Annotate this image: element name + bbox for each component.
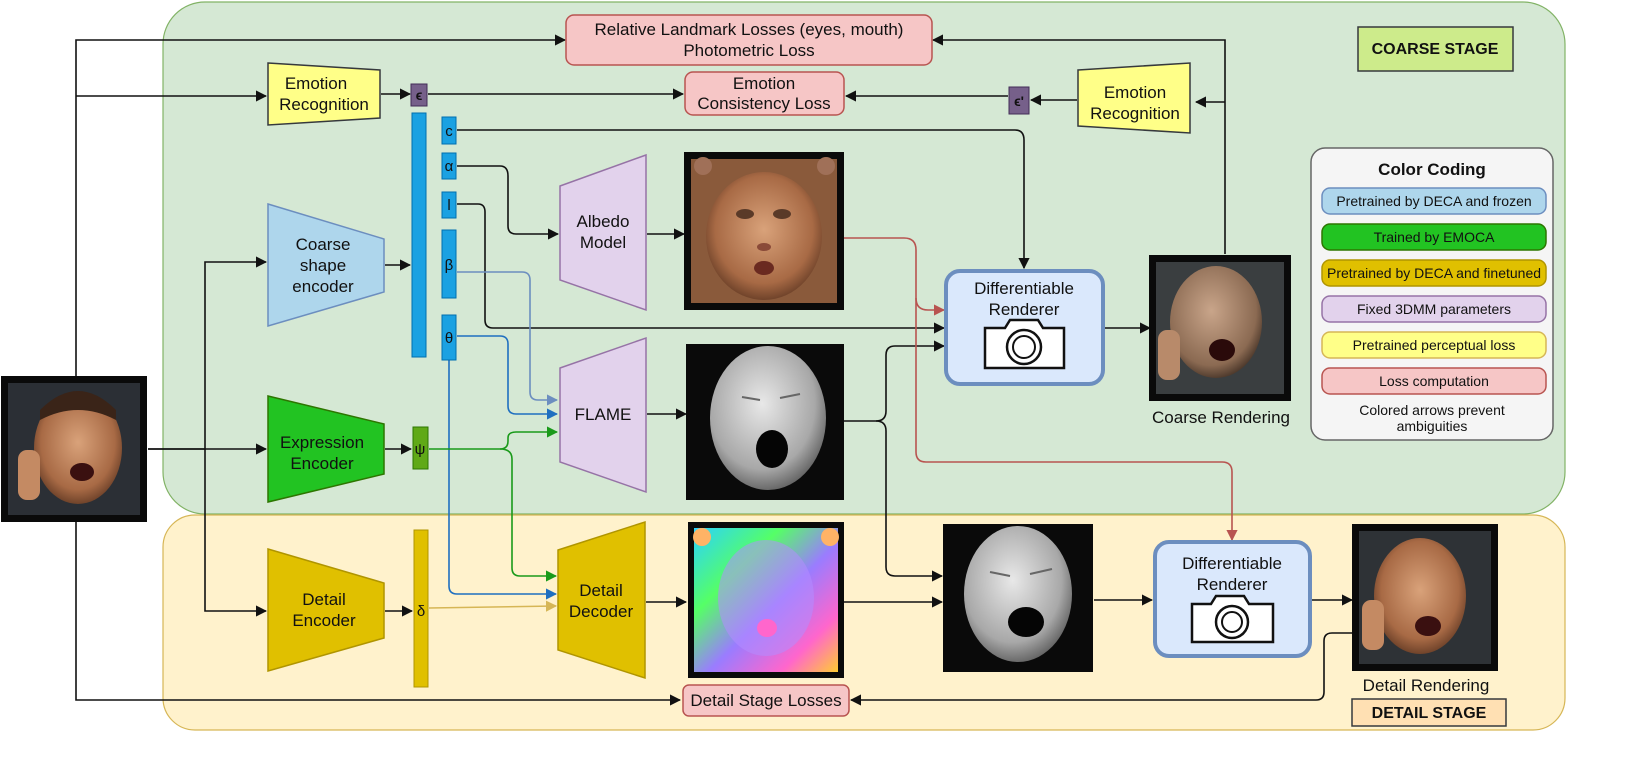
svg-text:Model: Model <box>580 233 626 252</box>
legend-item-label: Pretrained by DECA and finetuned <box>1327 265 1541 281</box>
landmark-photometric-loss-box: Relative Landmark Losses (eyes, mouth) P… <box>565 14 933 66</box>
legend-item-label: Pretrained by DECA and frozen <box>1336 193 1531 209</box>
param-c: c <box>441 116 457 145</box>
expression-encoder: Expression Encoder <box>267 395 385 503</box>
svg-text:Decoder: Decoder <box>569 602 634 621</box>
epsilon-latent: ϵ <box>410 83 428 107</box>
emotion-recognition-right: Emotion Recognition <box>1077 62 1191 134</box>
legend-swatch <box>1321 367 1547 395</box>
coarse-shape-encoder: Coarse shape encoder <box>267 202 385 328</box>
legend-swatch <box>1321 331 1547 359</box>
shape-code-bar <box>411 112 427 358</box>
svg-text:Recognition: Recognition <box>279 95 369 114</box>
detail-loss-label: Detail Stage Losses <box>690 691 841 710</box>
svg-text:Detail: Detail <box>302 590 345 609</box>
svg-text:θ: θ <box>445 330 453 347</box>
svg-text:l: l <box>447 197 450 214</box>
legend-item-label: Trained by EMOCA <box>1374 229 1496 245</box>
legend-note-2: ambiguities <box>1397 418 1468 434</box>
param-psi: ψ <box>412 426 429 470</box>
svg-text:ψ: ψ <box>415 441 426 458</box>
param-beta: β <box>441 229 457 299</box>
svg-text:α: α <box>445 158 454 175</box>
legend-item-label: Fixed 3DMM parameters <box>1357 301 1511 317</box>
svg-text:Expression: Expression <box>280 433 364 452</box>
svg-text:Encoder: Encoder <box>292 611 356 630</box>
svg-text:DETAIL STAGE: DETAIL STAGE <box>1372 705 1487 722</box>
svg-text:Differentiable: Differentiable <box>974 279 1074 298</box>
svg-text:ϵ': ϵ' <box>1014 93 1024 109</box>
detail-stage-losses-box: Detail Stage Losses <box>682 684 850 717</box>
emotion-loss-label-1: Emotion <box>733 74 795 93</box>
epsilon-prime-latent: ϵ' <box>1008 86 1030 115</box>
legend-swatch <box>1321 187 1547 215</box>
color-coding-legend: Color Coding Pretrained by DECA and froz… <box>1310 147 1554 441</box>
svg-text:Detail: Detail <box>579 581 622 600</box>
coarse-rendering-label: Coarse Rendering <box>1152 408 1290 427</box>
emotion-consistency-loss-box: Emotion Consistency Loss <box>684 71 845 116</box>
emotion-loss-label-2: Consistency Loss <box>697 94 830 113</box>
svg-text:COARSE STAGE: COARSE STAGE <box>1372 41 1499 58</box>
legend-swatch <box>1321 259 1547 287</box>
coarse-stage-label: COARSE STAGE <box>1357 26 1514 72</box>
differentiable-renderer-detail: Differentiable Renderer <box>1153 540 1312 658</box>
emotion-recognition-left: Emotion Recognition <box>267 62 381 126</box>
svg-text:Renderer: Renderer <box>989 300 1060 319</box>
coarse-rendering-image <box>1149 255 1291 401</box>
param-delta: δ <box>413 529 429 688</box>
albedo-texture-image <box>684 152 844 310</box>
param-l: l <box>441 191 457 219</box>
svg-text:FLAME: FLAME <box>575 405 632 424</box>
differentiable-renderer-coarse: Differentiable Renderer <box>944 269 1105 386</box>
camera-icon <box>983 318 1066 370</box>
svg-text:Albedo: Albedo <box>577 212 630 231</box>
legend-note-1: Colored arrows prevent <box>1359 402 1505 418</box>
detail-stage-label: DETAIL STAGE <box>1351 698 1507 727</box>
legend-item-label: Loss computation <box>1379 373 1489 389</box>
camera-icon <box>1190 594 1275 644</box>
svg-text:shape: shape <box>300 256 346 275</box>
legend-swatch <box>1321 223 1547 251</box>
svg-text:Renderer: Renderer <box>1197 575 1268 594</box>
svg-text:Emotion: Emotion <box>285 74 347 93</box>
param-alpha: α <box>441 152 457 180</box>
detailed-mesh-image <box>943 524 1093 672</box>
legend-title: Color Coding <box>1378 160 1486 179</box>
photometric-loss-label: Photometric Loss <box>683 41 814 60</box>
flame-mesh-image <box>686 344 844 500</box>
svg-text:encoder: encoder <box>292 277 354 296</box>
param-theta: θ <box>441 314 457 361</box>
detail-decoder: Detail Decoder <box>557 520 646 680</box>
landmark-loss-label: Relative Landmark Losses (eyes, mouth) <box>595 20 904 39</box>
flame-model: FLAME <box>559 336 647 494</box>
svg-text:Coarse: Coarse <box>296 235 351 254</box>
detail-rendering-image <box>1352 524 1498 671</box>
connectors <box>75 34 1354 706</box>
uv-displacement-map-image <box>688 522 844 678</box>
albedo-model: Albedo Model <box>559 153 647 312</box>
svg-text:Encoder: Encoder <box>290 454 354 473</box>
svg-text:Emotion: Emotion <box>1104 83 1166 102</box>
detail-encoder: Detail Encoder <box>267 547 385 672</box>
svg-text:ϵ: ϵ <box>416 87 423 103</box>
legend-item-label: Pretrained perceptual loss <box>1353 337 1516 353</box>
input-face-image <box>1 376 147 522</box>
svg-text:c: c <box>445 123 453 140</box>
detail-rendering-label: Detail Rendering <box>1363 676 1490 695</box>
svg-text:β: β <box>445 257 454 274</box>
legend-swatch <box>1321 295 1547 323</box>
svg-text:Differentiable: Differentiable <box>1182 554 1282 573</box>
svg-text:δ: δ <box>417 603 425 620</box>
svg-text:Recognition: Recognition <box>1090 104 1180 123</box>
